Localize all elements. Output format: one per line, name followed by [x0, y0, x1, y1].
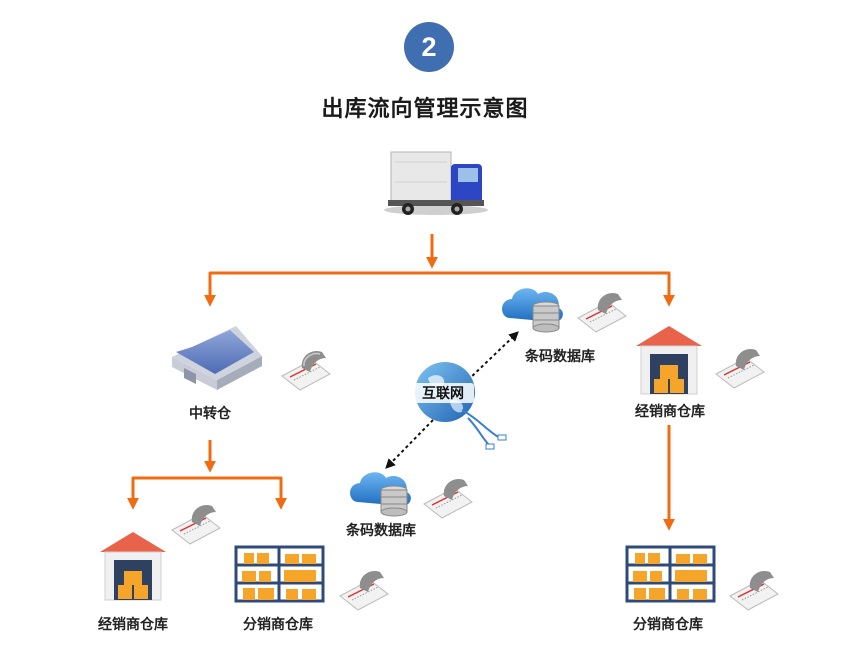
scanner-icon-transfer [281, 350, 331, 391]
arrow-branch-bottom [131, 476, 287, 510]
label-transfer-warehouse: 中转仓 [189, 405, 231, 421]
flow-arrows [127, 234, 675, 531]
label-distributor-warehouse-right: 分销商仓库 [633, 616, 703, 632]
distributor-shelf-icon-right [625, 545, 716, 603]
scanner-icon-bottom-left [171, 504, 221, 545]
scanner-icon-dealer-right [715, 348, 765, 389]
link-internet-db-bottom [385, 419, 434, 469]
scanner-icon-right-bottom [729, 570, 779, 611]
network-links [385, 331, 519, 469]
scanner-icon-middle-bottom [339, 570, 389, 611]
transfer-warehouse-icon [172, 326, 262, 390]
label-barcode-db-top: 条码数据库 [525, 348, 595, 364]
step-number-badge: 2 [404, 22, 454, 72]
label-dealer-warehouse-bottom-left: 经销商仓库 [98, 616, 168, 632]
scanner-icon-db-top [577, 292, 627, 333]
label-internet: 互联网 [412, 383, 474, 403]
diagram-title: 出库流向管理示意图 [321, 96, 529, 121]
dealer-warehouse-icon-right [636, 326, 702, 395]
link-internet-db-top [467, 331, 519, 381]
cloud-database-icon-bottom [350, 472, 411, 517]
truck-icon [384, 151, 488, 215]
label-barcode-db-bottom: 条码数据库 [346, 522, 416, 538]
distributor-shelf-icon-middle [234, 545, 325, 603]
dealer-warehouse-icon-bottom-left [100, 532, 166, 601]
label-distributor-warehouse-middle: 分销商仓库 [243, 616, 313, 632]
internet-globe-icon [415, 362, 507, 450]
cloud-database-icon-top [502, 288, 563, 333]
arrow-branch-top [208, 271, 675, 307]
scanner-icon-db-bottom [423, 478, 473, 519]
label-dealer-warehouse-right: 经销商仓库 [635, 403, 705, 419]
